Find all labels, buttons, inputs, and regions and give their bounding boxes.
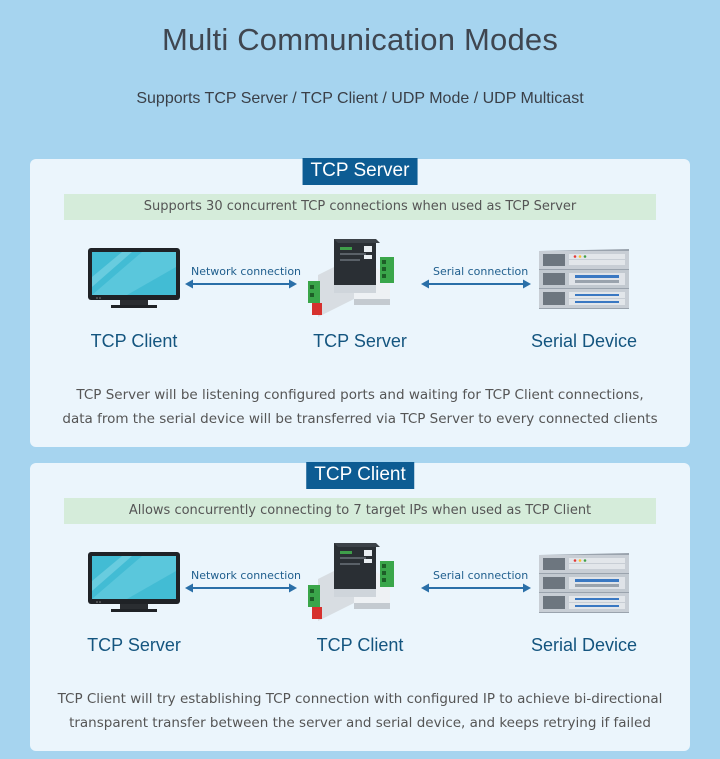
double-arrow-icon: [421, 277, 531, 295]
server-rack-icon: [535, 551, 635, 620]
panel-title: TCP Server: [302, 158, 418, 185]
middle-node-label: TCP Client: [316, 635, 404, 655]
network-connection-label: Network connection: [191, 569, 302, 582]
right-node-label: Serial Device: [530, 331, 638, 351]
info-bar: Allows concurrently connecting to 7 targ…: [64, 498, 656, 524]
panel-title: TCP Client: [306, 462, 414, 489]
tcp-server-panel: TCP Server Supports 30 concurrent TCP co…: [30, 158, 690, 447]
description-line-2: data from the serial device will be tran…: [62, 411, 658, 427]
double-arrow-icon: [185, 581, 297, 599]
serial-connection-label: Serial connection: [433, 569, 529, 582]
tcp-client-panel: TCP Client Allows concurrently connectin…: [30, 462, 690, 751]
server-rack-icon: [535, 247, 635, 316]
panel-description: TCP Client will try establishing TCP con…: [30, 687, 690, 735]
double-arrow-icon: [421, 581, 531, 599]
left-node-label: TCP Client: [90, 331, 178, 351]
network-connection-label: Network connection: [191, 265, 302, 278]
panel-description: TCP Server will be listening configured …: [30, 383, 690, 431]
info-bar: Supports 30 concurrent TCP connections w…: [64, 194, 656, 220]
left-node-label: TCP Server: [87, 635, 181, 655]
serial-connection-label: Serial connection: [433, 265, 529, 278]
monitor-icon: [87, 551, 181, 618]
description-line-1: TCP Server will be listening configured …: [76, 387, 644, 403]
description-line-1: TCP Client will try establishing TCP con…: [57, 691, 663, 707]
double-arrow-icon: [185, 277, 297, 295]
monitor-icon: [87, 247, 181, 314]
page-subtitle: Supports TCP Server / TCP Client / UDP M…: [136, 90, 584, 107]
right-node-label: Serial Device: [530, 635, 638, 655]
description-line-2: transparent transfer between the server …: [69, 715, 651, 731]
middle-node-label: TCP Server: [313, 331, 407, 351]
page-title: Multi Communication Modes: [161, 22, 559, 57]
serial-server-device-icon: [294, 237, 414, 326]
serial-server-device-icon: [294, 541, 414, 630]
